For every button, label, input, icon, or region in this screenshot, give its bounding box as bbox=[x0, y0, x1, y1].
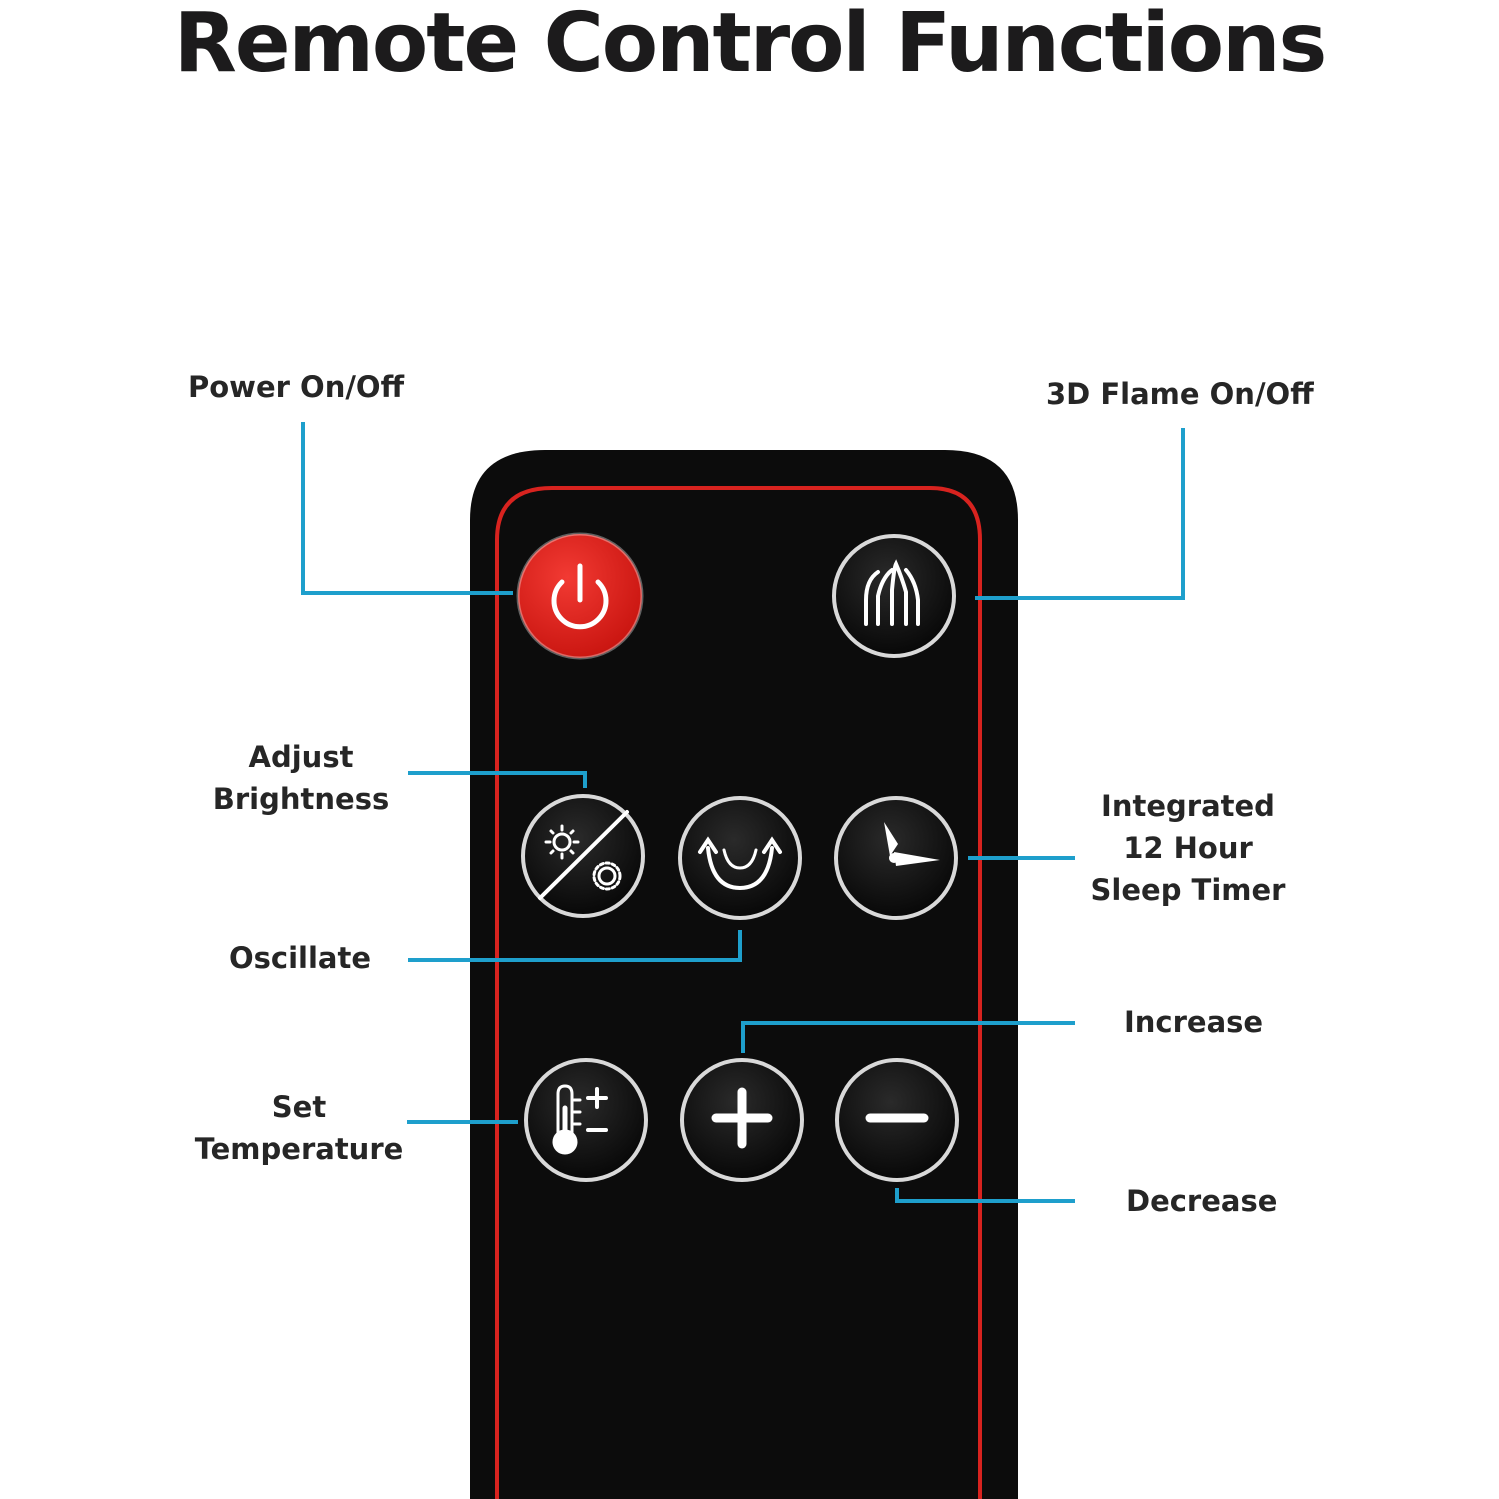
temperature-label-line-2: Temperature bbox=[194, 1132, 404, 1166]
temperature-button[interactable] bbox=[524, 1058, 648, 1182]
brightness-label: Adjust Brightness bbox=[201, 736, 401, 820]
timer-label: Integrated 12 Hour Sleep Timer bbox=[1078, 785, 1298, 911]
flame-leader bbox=[975, 428, 1185, 600]
oscillate-button[interactable] bbox=[678, 796, 802, 920]
brightness-leader bbox=[408, 771, 587, 788]
brightness-label-line-2: Brightness bbox=[212, 782, 390, 816]
temperature-label: Set Temperature bbox=[188, 1086, 410, 1170]
remote-trim bbox=[495, 486, 982, 1499]
brightness-label-line-1: Adjust bbox=[248, 740, 354, 774]
timer-label-line-1: Integrated bbox=[1101, 789, 1275, 823]
temperature-label-line-1: Set bbox=[271, 1090, 327, 1124]
brightness-icon bbox=[538, 810, 629, 900]
thermometer-icon bbox=[552, 1084, 608, 1155]
increase-button[interactable] bbox=[680, 1058, 804, 1182]
timer-label-line-3: Sleep Timer bbox=[1090, 873, 1286, 907]
increase-label: Increase bbox=[1124, 1005, 1264, 1039]
increase-leader bbox=[741, 1021, 1075, 1053]
leader-lines bbox=[301, 422, 1185, 1203]
plus-icon bbox=[711, 1087, 773, 1149]
timer-label-line-2: 12 Hour bbox=[1123, 831, 1253, 865]
flame-button[interactable] bbox=[832, 534, 956, 658]
flame-label: 3D Flame On/Off bbox=[1046, 377, 1314, 411]
brightness-button[interactable] bbox=[521, 794, 645, 918]
oscillate-label: Oscillate bbox=[228, 941, 372, 975]
remote-body bbox=[470, 450, 1018, 1499]
clock-icon bbox=[884, 822, 940, 866]
decrease-leader bbox=[895, 1188, 1075, 1203]
decrease-label: Decrease bbox=[1126, 1184, 1278, 1218]
decrease-button[interactable] bbox=[835, 1058, 959, 1182]
oscillate-leader bbox=[408, 930, 742, 962]
power-button[interactable] bbox=[516, 532, 644, 660]
flame-icon bbox=[864, 559, 920, 626]
power-icon bbox=[551, 563, 609, 630]
power-label: Power On/Off bbox=[188, 370, 405, 404]
oscillate-icon bbox=[698, 836, 782, 891]
power-leader bbox=[301, 422, 513, 595]
timer-button[interactable] bbox=[834, 796, 958, 920]
page-title: Remote Control Functions bbox=[173, 0, 1328, 91]
